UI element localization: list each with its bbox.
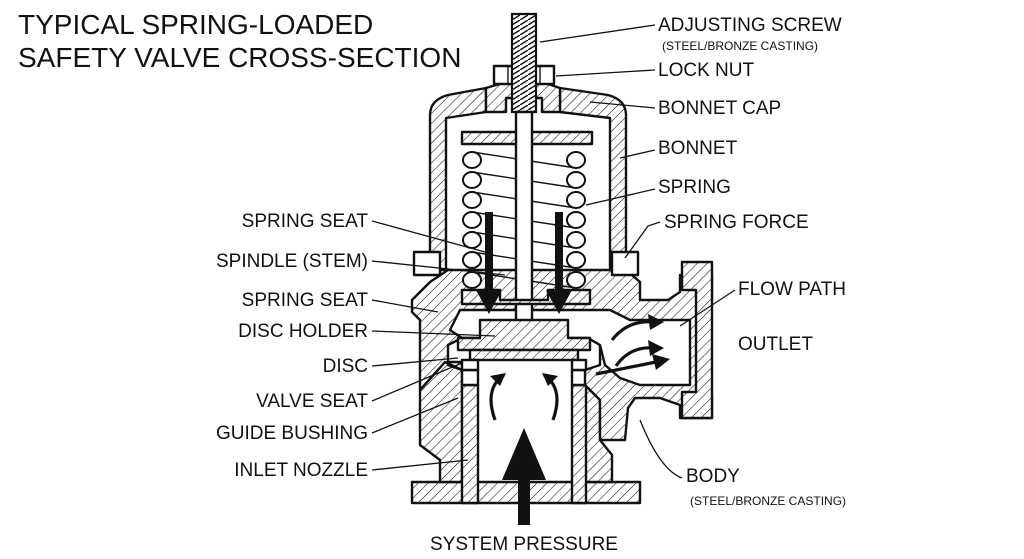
label-spring-force: SPRING FORCE: [664, 212, 809, 233]
label-flow-path: FLOW PATH: [738, 279, 846, 300]
label-bonnet-cap: BONNET CAP: [658, 98, 781, 119]
adjusting-screw: [510, 12, 538, 114]
diagram-title-line-2: SAFETY VALVE CROSS-SECTION: [18, 42, 461, 73]
label-body: BODY: [686, 466, 740, 487]
bonnet-bolt-right: [610, 250, 640, 277]
label-guide-bushing: GUIDE BUSHING: [216, 423, 368, 444]
inlet-nozzle-right: [570, 383, 588, 505]
disc-part: [468, 348, 580, 362]
diagram-title-line-1: TYPICAL SPRING-LOADED: [18, 9, 373, 40]
bonnet-bolt-left: [412, 250, 442, 277]
label-spring-seat-upper: SPRING SEAT: [242, 211, 369, 232]
label-disc-holder: DISC HOLDER: [238, 321, 368, 342]
spring-force-arrow-left: [476, 212, 502, 314]
valve-drawing: [410, 12, 714, 525]
label-body-note: (STEEL/BRONZE CASTING): [690, 494, 846, 508]
guide-bushing: [460, 368, 588, 387]
label-inlet-nozzle: INLET NOZZLE: [234, 460, 368, 481]
label-adjusting-screw: ADJUSTING SCREW: [658, 15, 842, 36]
label-lock-nut: LOCK NUT: [658, 60, 754, 81]
label-disc: DISC: [323, 356, 368, 377]
label-system-pressure: SYSTEM PRESSURE: [430, 534, 618, 555]
bonnet: [428, 86, 488, 272]
label-bonnet: BONNET: [658, 138, 738, 159]
disc-holder-part: [456, 318, 592, 352]
outlet-flange: [680, 260, 714, 420]
label-adjusting-screw-note: (STEEL/BRONZE CASTING): [662, 39, 818, 53]
outlet-flow-arrow-lower: [595, 360, 657, 376]
label-spring: SPRING: [658, 177, 731, 198]
valve-seat-part: [460, 358, 588, 372]
spring-force-arrow-right: [546, 212, 572, 314]
label-outlet: OUTLET: [738, 334, 813, 355]
label-spring-seat-lower: SPRING SEAT: [242, 290, 369, 311]
label-spindle-stem: SPINDLE (STEM): [216, 251, 368, 272]
spindle-stem: [514, 110, 534, 350]
system-pressure-arrow: [502, 428, 546, 525]
label-valve-seat: VALVE SEAT: [256, 391, 368, 412]
outlet-flow-arrow-upper: [610, 320, 653, 342]
leader-lines: [371, 24, 736, 479]
inlet-nozzle: [460, 383, 480, 505]
